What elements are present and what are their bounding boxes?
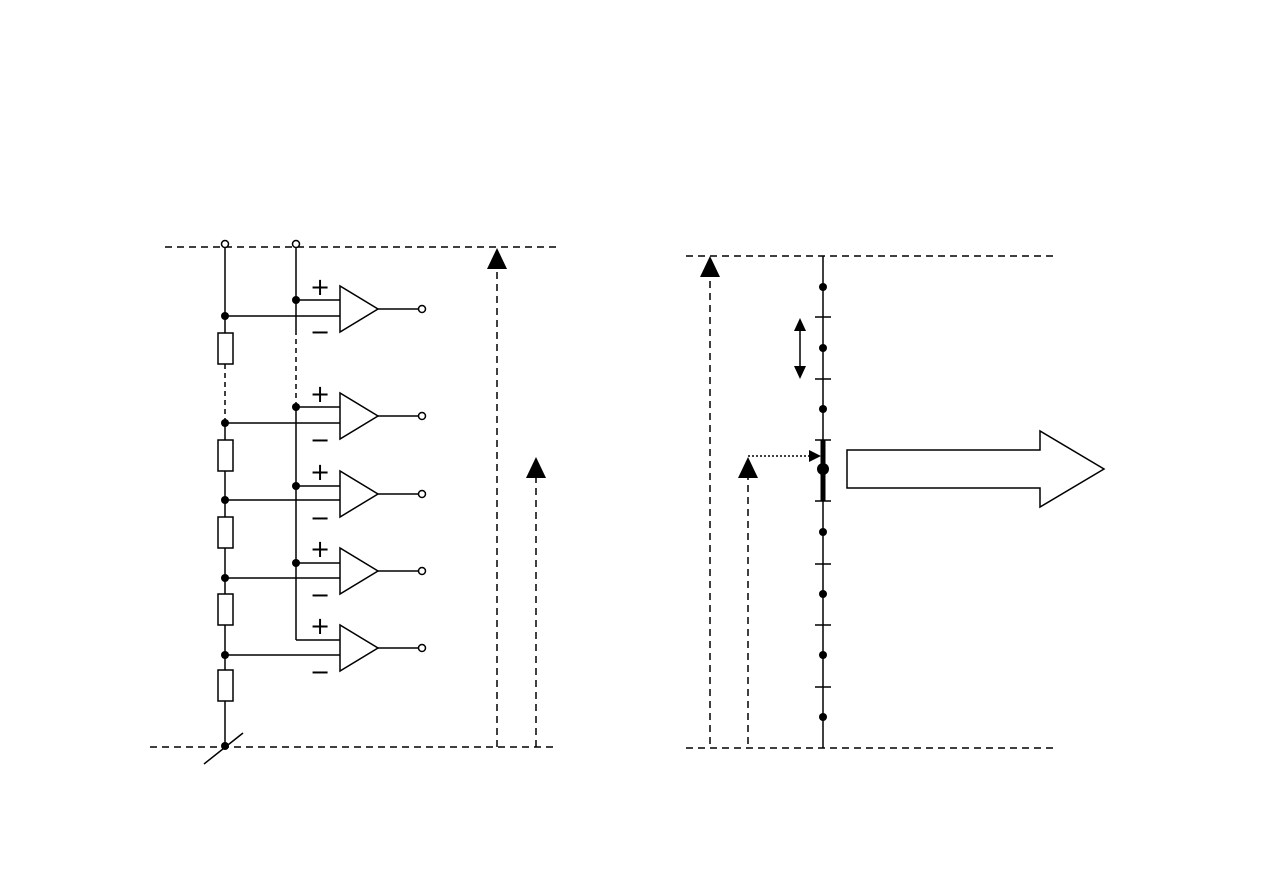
- input-top-terminal: [291, 239, 301, 249]
- plus-sign-5: +: [310, 612, 330, 640]
- ground-slash-icon: [203, 732, 244, 765]
- comparator-4: + −: [221, 535, 427, 609]
- output-terminal-1: [417, 304, 427, 314]
- output-terminal-2: [417, 411, 427, 421]
- plus-sign-3: +: [310, 458, 330, 486]
- resistor-1: [217, 332, 234, 365]
- resistor-4: [217, 593, 234, 626]
- comparator-1: + −: [221, 273, 427, 346]
- quantization-scale: [686, 255, 1106, 749]
- input-voltage-arrow: [526, 457, 546, 747]
- minus-sign-4: −: [310, 581, 330, 609]
- minus-sign-1: −: [310, 318, 330, 346]
- output-terminal-4: [417, 566, 427, 576]
- up-arrow-icon: [700, 256, 720, 277]
- output-block-arrow-icon: [846, 429, 1106, 509]
- up-arrow-icon: [738, 457, 758, 478]
- resistor-5: [217, 669, 234, 702]
- resistor-ladder: [217, 246, 234, 746]
- resistor-2: [217, 439, 234, 472]
- output-terminal-3: [417, 489, 427, 499]
- output-terminal-5: [417, 643, 427, 653]
- up-arrow-icon: [487, 248, 507, 269]
- down-arrow-icon: [794, 366, 806, 379]
- full-scale-voltage-arrow: [487, 248, 507, 747]
- plus-sign-2: +: [310, 380, 330, 408]
- plus-sign-1: +: [310, 273, 330, 301]
- ladder-top-terminal: [220, 239, 230, 249]
- resistor-3: [217, 516, 234, 549]
- right-arrow-icon: [809, 450, 821, 462]
- minus-sign-5: −: [310, 658, 330, 686]
- minus-sign-2: −: [310, 426, 330, 454]
- up-arrow-icon: [794, 318, 806, 331]
- input-rail: [295, 246, 340, 641]
- ground-node: [203, 732, 244, 765]
- quantization-levels: [817, 283, 829, 721]
- full-scale-voltage-arrow: [700, 256, 720, 744]
- input-voltage-arrow: [738, 457, 758, 744]
- minus-sign-3: −: [310, 504, 330, 532]
- dotted-pointer-arrow: [748, 450, 821, 462]
- comparator-5: + −: [221, 612, 427, 686]
- flash-adc-schematic: + − + − + −: [150, 239, 558, 765]
- step-size-arrow: [794, 318, 806, 379]
- comparator-3: + −: [221, 458, 427, 532]
- comparator-2: + −: [221, 380, 427, 454]
- plus-sign-4: +: [310, 535, 330, 563]
- up-arrow-icon: [526, 457, 546, 478]
